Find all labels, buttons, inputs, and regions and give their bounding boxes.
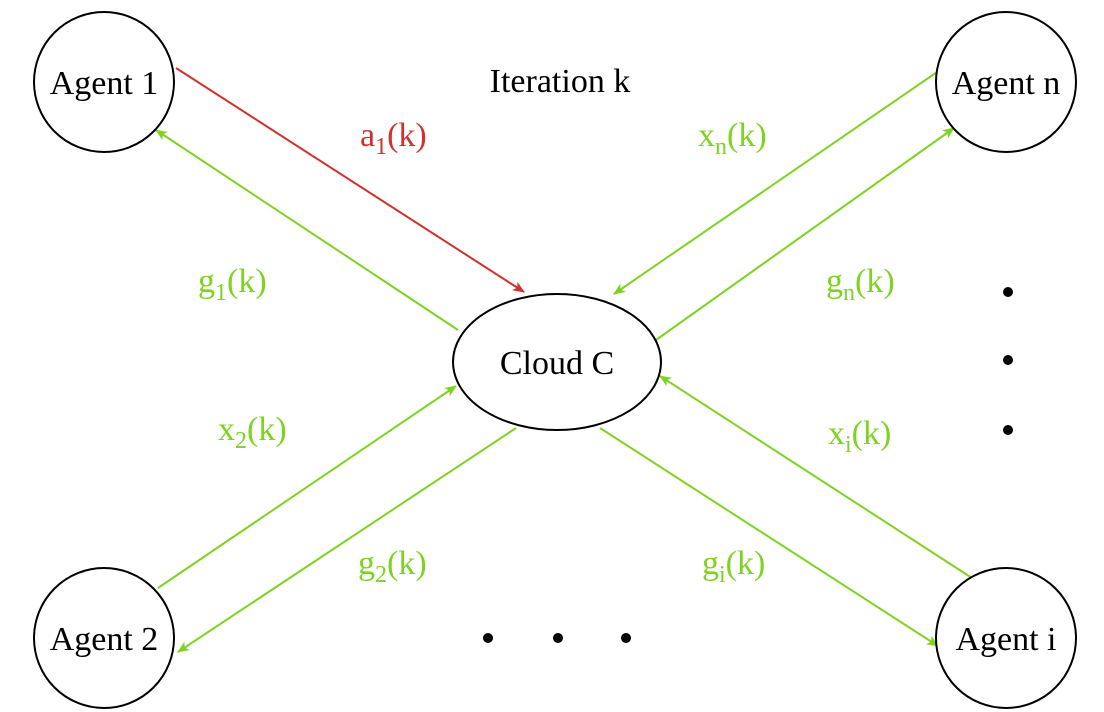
edge-gi-cloud-to-agenti <box>599 427 939 647</box>
edge-g1-cloud-to-agent1 <box>155 129 459 331</box>
label-gi: gi(k) <box>702 545 765 588</box>
ellipsis-dot <box>1003 287 1013 297</box>
label-a1: a1(k) <box>360 117 427 160</box>
label-gn: gn(k) <box>826 263 895 306</box>
node-agent-i-label: Agent i <box>955 621 1056 658</box>
diagram-title: Iteration k <box>490 63 631 100</box>
edge-xn-agentn-to-cloud <box>613 69 941 295</box>
edge-g2-cloud-to-agent2 <box>177 427 517 653</box>
edge-xi-agenti-to-cloud <box>659 375 973 579</box>
node-cloud-label: Cloud C <box>500 345 614 382</box>
node-agent-1: Agent 1 <box>33 11 175 153</box>
label-xn: xn(k) <box>698 117 767 160</box>
node-agent-2: Agent 2 <box>33 567 175 709</box>
ellipsis-dot <box>1003 425 1013 435</box>
ellipsis-dot <box>1003 355 1013 365</box>
edge-a1-agent1-to-cloud <box>175 67 525 293</box>
node-agent-n: Agent n <box>935 11 1077 153</box>
label-x2: x2(k) <box>218 411 287 454</box>
node-agent-2-label: Agent 2 <box>50 621 159 658</box>
horizontal-ellipsis <box>483 633 631 643</box>
label-g2: g2(k) <box>358 545 427 588</box>
node-cloud: Cloud C <box>452 293 662 431</box>
label-xi: xi(k) <box>828 415 891 458</box>
edge-gn-cloud-to-agentn <box>655 127 955 341</box>
node-agent-i: Agent i <box>935 567 1077 709</box>
label-g1: g1(k) <box>198 263 267 306</box>
node-agent-1-label: Agent 1 <box>50 65 159 102</box>
edge-x2-agent2-to-cloud <box>157 385 457 589</box>
ellipsis-dot <box>621 633 631 643</box>
ellipsis-dot <box>483 633 493 643</box>
ellipsis-dot <box>553 633 563 643</box>
vertical-ellipsis <box>1003 287 1013 435</box>
node-agent-n-label: Agent n <box>952 65 1061 102</box>
